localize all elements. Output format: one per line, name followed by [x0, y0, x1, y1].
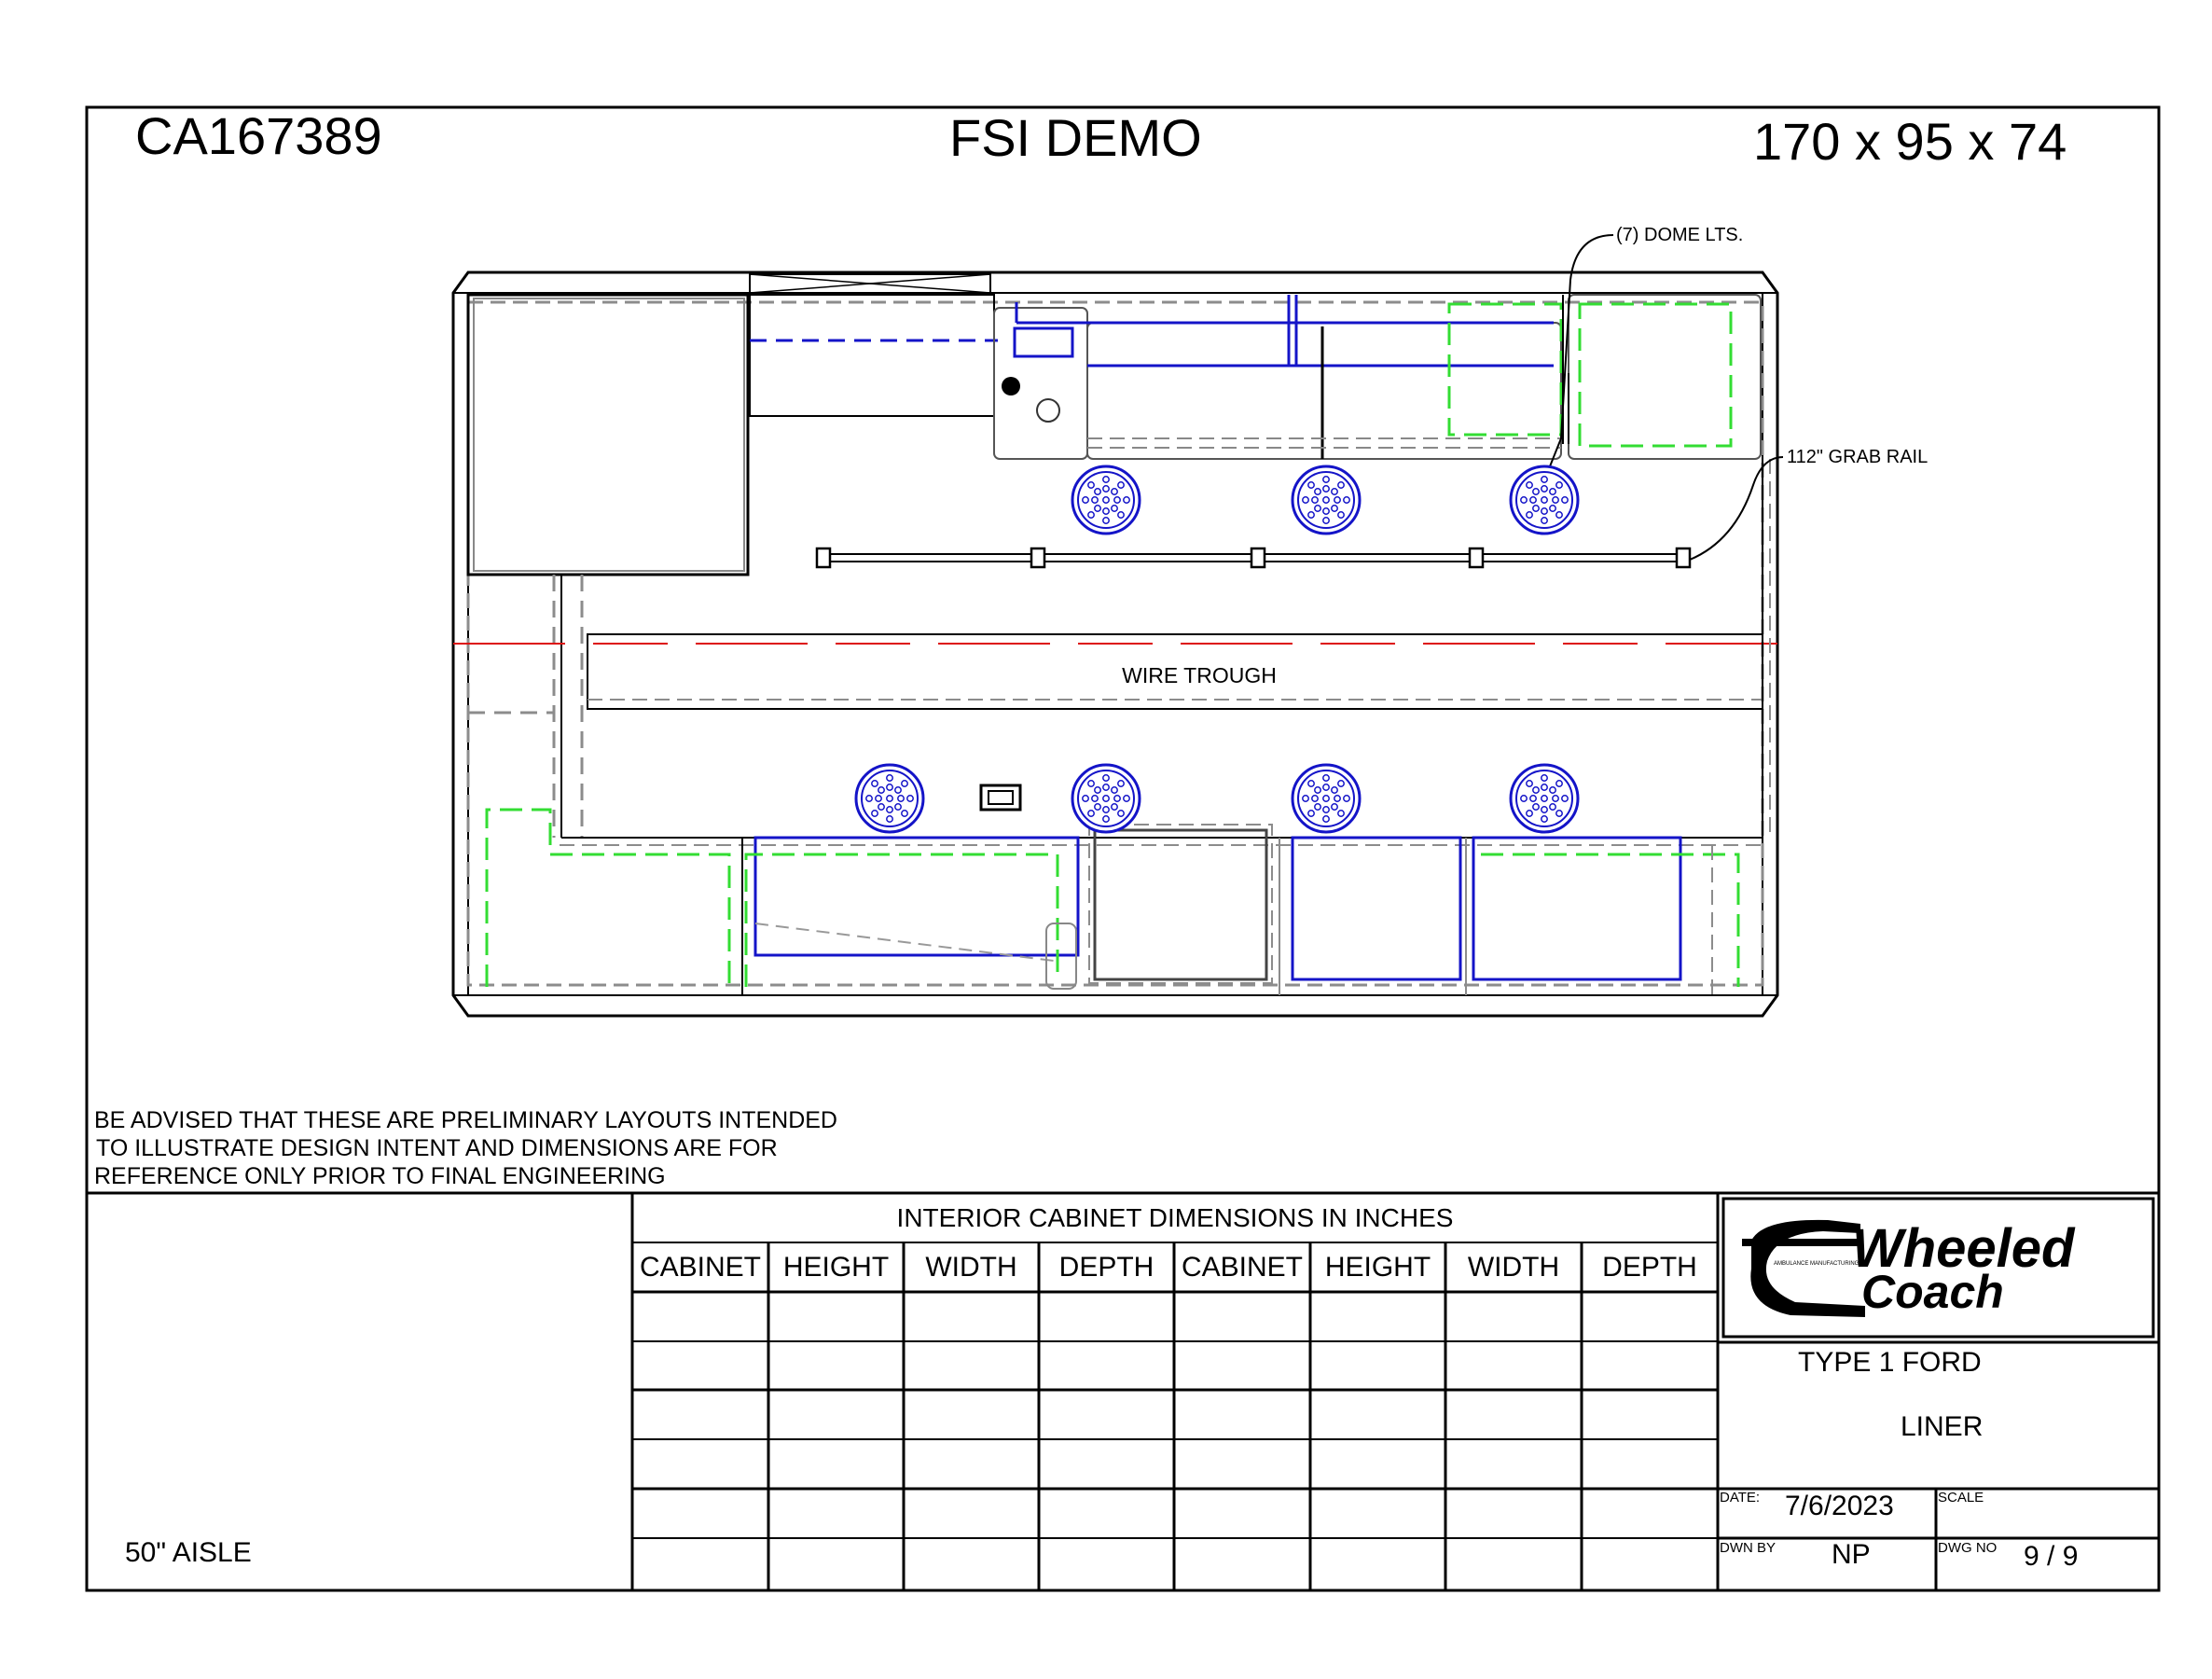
job-number: CA167389 [135, 106, 382, 165]
drain-fitting [1045, 923, 1077, 990]
table-header-height-2: HEIGHT [1324, 1252, 1431, 1283]
table-header-cabinet-2: CABINET [1181, 1252, 1304, 1283]
upper-green-zone-2 [1578, 302, 1733, 448]
project-name: FSI DEMO [949, 108, 1202, 167]
disclaimer-line-1: BE ADVISED THAT THESE ARE PRELIMINARY LA… [94, 1107, 837, 1133]
logo-swoosh [1750, 1219, 1865, 1317]
grab-rail-leader [1689, 456, 1784, 561]
date-value: 7/6/2023 [1785, 1491, 1894, 1521]
drawn-by-label: DWN BY [1720, 1540, 1776, 1556]
dome-light [854, 763, 925, 834]
disclaimer-line-2: TO ILLUSTRATE DESIGN INTENT AND DIMENSIO… [96, 1135, 778, 1161]
grab-rail-post [1468, 547, 1485, 569]
table-header-cabinet-1: CABINET [639, 1252, 762, 1283]
vehicle-model: LINER [1901, 1411, 1984, 1442]
outlet-box [979, 784, 1022, 812]
vehicle-type: TYPE 1 FORD [1798, 1347, 1982, 1378]
table-header-height-1: HEIGHT [782, 1252, 890, 1283]
lower-cabinet-2 [1093, 828, 1268, 981]
dome-light [1291, 465, 1362, 535]
table-header-width-1: WIDTH [925, 1252, 1017, 1283]
overall-dimensions: 170 x 95 x 74 [1753, 112, 2067, 171]
dome-light [1509, 465, 1580, 535]
dome-light [1509, 763, 1580, 834]
logo-fine-print: AMBULANCE MANUFACTURING [1774, 1261, 1859, 1267]
title-block-grid [87, 1191, 2159, 1590]
dome-light [1291, 763, 1362, 834]
upper-green-zone-1 [1447, 302, 1563, 437]
grab-rail-post [815, 547, 832, 569]
lower-green-zone-2 [744, 853, 1059, 987]
drawn-by-value: NP [1832, 1539, 1871, 1570]
wheeled-coach-logo: Wheeled Coach AMBULANCE MANUFACTURING [1742, 1218, 2076, 1318]
lower-left-green-zone [485, 808, 731, 987]
dome-lights-leader [1545, 234, 1614, 477]
faucet [1002, 377, 1020, 395]
grab-rail-post [1250, 547, 1266, 569]
front-left-cabinet [466, 293, 750, 576]
upper-shelf [749, 294, 995, 417]
scale-label: SCALE [1938, 1490, 1984, 1506]
lower-cabinet-4 [1472, 836, 1682, 981]
dwg-no-label: DWG NO [1938, 1540, 1998, 1556]
dome-light [1071, 465, 1141, 535]
table-header-depth-2: DEPTH [1602, 1252, 1697, 1283]
sink-drain [1036, 398, 1060, 423]
cabinet-table-title: INTERIOR CABINET DIMENSIONS IN INCHES [896, 1203, 1454, 1232]
logo-word-2: Coach [1861, 1266, 2004, 1318]
logo-word-1: Wheeled [1852, 1218, 2076, 1279]
disclaimer-line-3: REFERENCE ONLY PRIOR TO FINAL ENGINEERIN… [94, 1163, 666, 1189]
aisle-note: 50" AISLE [125, 1537, 252, 1568]
body-outline [451, 271, 1779, 1018]
table-header-width-2: WIDTH [1467, 1252, 1560, 1283]
lower-cabinet-1 [753, 836, 1080, 957]
wire-trough-label: WIRE TROUGH [1122, 663, 1277, 687]
window [749, 273, 991, 294]
lower-cabinet-3 [1291, 836, 1462, 981]
dome-light [1071, 763, 1141, 834]
grab-rail-post [1675, 547, 1692, 569]
table-header-depth-1: DEPTH [1058, 1252, 1154, 1283]
dwg-no-value: 9 / 9 [2024, 1541, 2079, 1572]
grab-rail-post [1030, 547, 1046, 569]
lower-green-zone-3 [1481, 853, 1740, 987]
dome-lights-label: (7) DOME LTS. [1616, 225, 1743, 245]
grab-rail-label: 112" GRAB RAIL [1787, 447, 1928, 467]
floor-plan: (7) DOME LTS. 112" GRAB RAIL WIRE TROUGH [451, 225, 1928, 1018]
sheet-border [85, 105, 2161, 1592]
date-label: DATE: [1720, 1490, 1761, 1506]
